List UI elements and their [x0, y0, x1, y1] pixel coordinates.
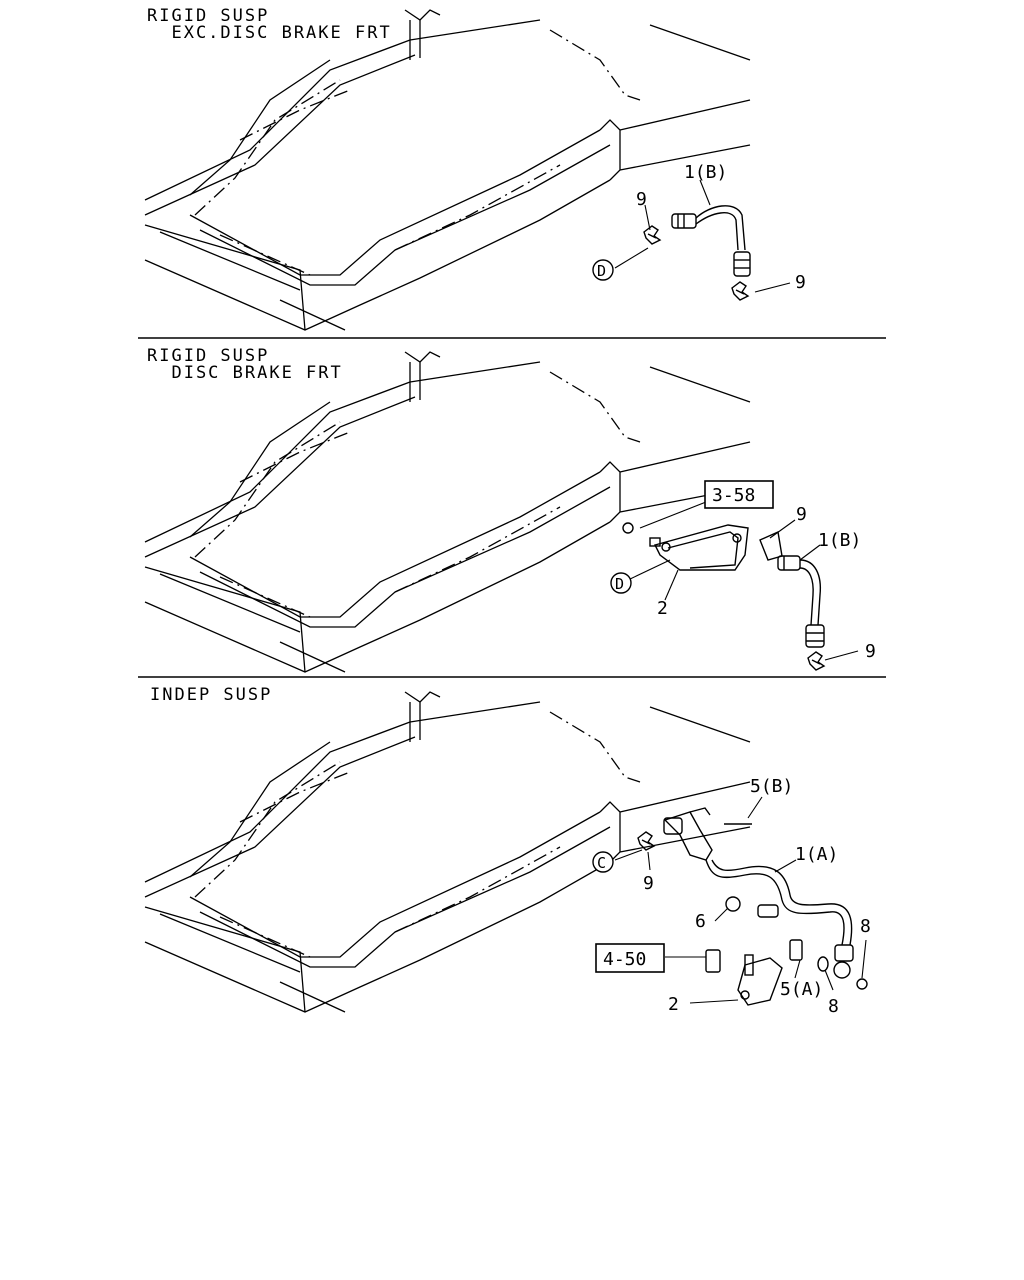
section-3-header-line-1: INDEP SUSP [150, 685, 272, 705]
section-2-header-line-2: DISC BRAKE FRT [147, 363, 343, 383]
clip-9-icon [643, 225, 661, 245]
ref-box [704, 480, 774, 509]
callout-label: 5(B) [750, 776, 793, 797]
ref-circle-label: D [615, 575, 624, 593]
chassis-frame [144, 351, 751, 673]
callout-label: 8 [828, 996, 839, 1017]
ref-box-label: 4-50 [603, 949, 646, 970]
bracket-2 [622, 522, 749, 571]
callout-label: 2 [668, 994, 679, 1015]
ref-box-label: 3-58 [712, 485, 755, 506]
ref-circle [592, 259, 614, 281]
ref-box [595, 943, 665, 973]
callout-label: 8 [860, 916, 871, 937]
ref-circle-label: D [597, 262, 606, 280]
section-rigid-disc: RIGID SUSP DISC BRAKE FRT [144, 346, 876, 673]
brake-pipe-1a [663, 807, 868, 1006]
section-rigid-exc-disc: RIGID SUSP EXC.DISC BRAKE FRT 1(B) 9 9 D [144, 6, 806, 331]
section-1-header-line-1: RIGID SUSP [147, 6, 269, 26]
callout-label: 9 [795, 272, 806, 293]
brake-hose-1b [759, 530, 825, 648]
section-2-header-line-1: RIGID SUSP [147, 346, 269, 366]
callout-label: 2 [657, 598, 668, 619]
callout-label: 5(A) [780, 979, 823, 1000]
callout-label: 9 [796, 504, 807, 525]
ref-circle [610, 572, 632, 594]
callout-label: 9 [865, 641, 876, 662]
callout-label: 1(B) [818, 530, 861, 551]
chassis-frame [144, 9, 751, 331]
callout-label: 9 [636, 189, 647, 210]
clip-9-icon [807, 651, 825, 671]
section-indep: INDEP SUSP [144, 685, 871, 1017]
callout-label: 1(B) [684, 162, 727, 183]
callout-label: 9 [643, 873, 654, 894]
ref-circle [592, 851, 614, 873]
section-1-header-line-2: EXC.DISC BRAKE FRT [147, 23, 392, 43]
callout-label: 1(A) [795, 844, 838, 865]
brake-hose-1b [671, 205, 751, 277]
clip-9-icon [731, 281, 749, 301]
callout-label: 6 [695, 911, 706, 932]
ref-circle-label: C [597, 854, 606, 872]
